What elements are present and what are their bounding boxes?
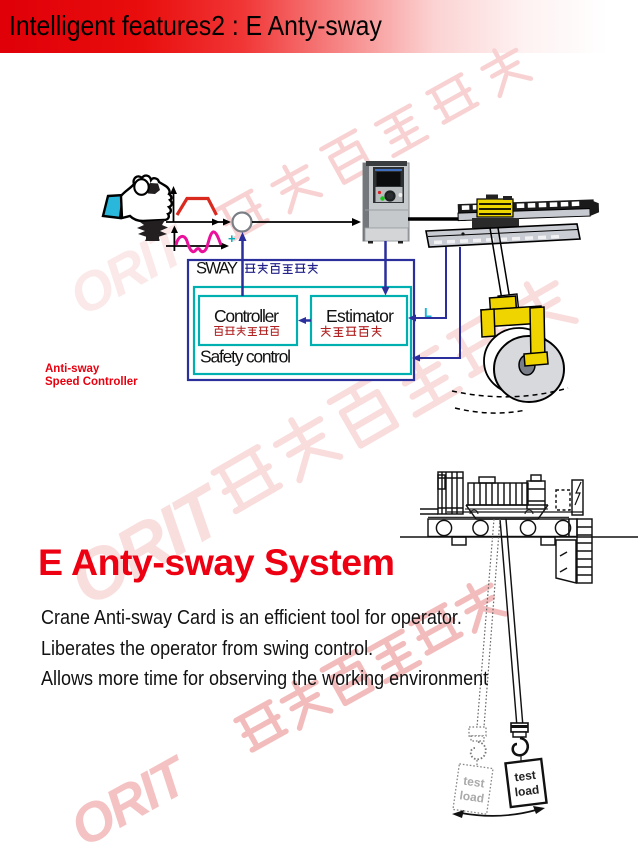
svg-text:test: test: [462, 774, 485, 791]
svg-text:SWAY: SWAY: [196, 260, 238, 278]
svg-text:test: test: [514, 768, 537, 784]
svg-text:Safety control: Safety control: [200, 347, 291, 367]
svg-text:load: load: [514, 782, 540, 799]
svg-text:Estimator: Estimator: [326, 306, 394, 326]
svg-text:load: load: [459, 788, 485, 805]
svg-text:L: L: [424, 305, 432, 320]
svg-text:+: +: [228, 231, 236, 246]
svg-text:Controller: Controller: [214, 306, 279, 326]
